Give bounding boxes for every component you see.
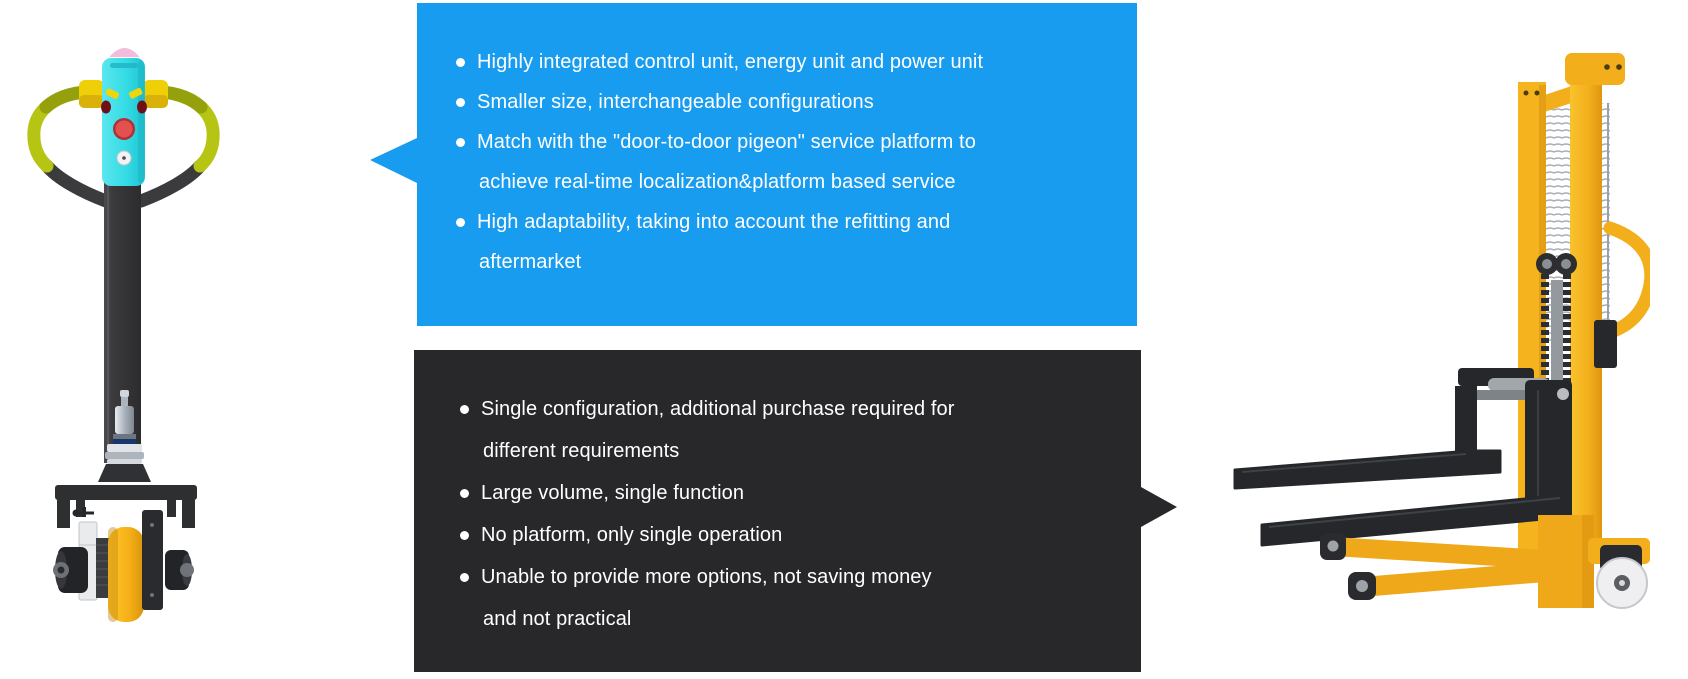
bullet-dot-icon — [460, 530, 469, 540]
carriage-plate — [1525, 380, 1572, 520]
bullet-text: and not practical — [483, 607, 632, 630]
carriage-left-bar — [1455, 386, 1477, 468]
button-oval-left — [101, 100, 111, 114]
base-leg-upper — [1333, 537, 1545, 569]
bullet-text: Match with the "door-to-door pigeon" ser… — [477, 130, 976, 153]
disadvantages-list: Single configuration, additional purchas… — [460, 388, 1121, 640]
advantages-bubble: Highly integrated control unit, energy u… — [370, 3, 1137, 326]
bullet-text: Highly integrated control unit, energy u… — [477, 50, 984, 73]
disadvantages-bubble: Single configuration, additional purchas… — [414, 350, 1177, 672]
motor-right — [165, 550, 189, 590]
bullet-item: Single configuration, additional purchas… — [460, 388, 1121, 430]
face-mark-right — [128, 87, 143, 99]
swivel-flange — [98, 464, 151, 482]
bullet-dot-icon — [456, 97, 465, 107]
bullet-item: Match with the "door-to-door pigeon" ser… — [456, 122, 1117, 162]
bullet-dot-icon — [456, 137, 465, 147]
head-slot — [110, 63, 138, 68]
drive-wheel — [108, 527, 144, 622]
bullet-text: achieve real-time localization&platform … — [479, 170, 956, 193]
handle-tube-right-lower — [134, 159, 207, 208]
bullet-text: High adaptability, taking into account t… — [477, 210, 951, 233]
bullet-item: Highly integrated control unit, energy u… — [456, 42, 1117, 82]
bubble-tail-right — [1141, 487, 1177, 527]
bullet-dot-icon — [456, 217, 465, 227]
bullet-continuation-line: achieve real-time localization&platform … — [456, 162, 1117, 202]
manual-stacker-image — [1233, 53, 1650, 609]
bullet-dot-icon — [456, 57, 465, 67]
bullet-dot-icon — [460, 488, 469, 498]
face-mark-left — [105, 88, 119, 99]
bullet-item: Large volume, single function — [460, 472, 1121, 514]
bullet-text: No platform, only single operation — [481, 523, 783, 546]
bullet-item: Unable to provide more options, not savi… — [460, 556, 1121, 598]
bullet-continuation-line: aftermarket — [456, 242, 1117, 282]
emergency-button — [115, 120, 133, 138]
bullet-text: Unable to provide more options, not savi… — [481, 565, 932, 588]
bullet-text: Single configuration, additional purchas… — [481, 397, 955, 420]
electric-pallet-truck-image — [27, 48, 220, 622]
operating-handle — [1593, 221, 1650, 342]
mount-bracket — [55, 485, 197, 500]
bullet-item: No platform, only single operation — [460, 514, 1121, 556]
fork-upper — [1233, 449, 1502, 490]
bullet-continuation-line: and not practical — [460, 598, 1121, 640]
outer-mast — [1570, 59, 1602, 564]
base-leg-lower — [1362, 560, 1570, 597]
bullet-text: aftermarket — [479, 250, 582, 273]
button-oval-right — [137, 100, 147, 114]
bullet-text: Large volume, single function — [481, 481, 745, 504]
bullet-dot-icon — [460, 572, 469, 582]
bullet-text: Smaller size, interchangeable configurat… — [477, 90, 874, 113]
bullet-continuation-line: different requirements — [460, 430, 1121, 472]
bullet-item: High adaptability, taking into account t… — [456, 202, 1117, 242]
advantages-list: Highly integrated control unit, energy u… — [456, 42, 1117, 282]
pump-unit — [1594, 320, 1617, 368]
bullet-item: Smaller size, interchangeable configurat… — [456, 82, 1117, 122]
handle-tube-left-lower — [40, 159, 113, 208]
bullet-text: different requirements — [483, 439, 680, 462]
bullet-dot-icon — [460, 404, 469, 414]
bubble-tail-left — [370, 138, 417, 183]
mast-top-cap — [1565, 53, 1625, 85]
hydraulic-cap — [120, 390, 129, 397]
wheel-housing — [142, 510, 163, 610]
hydraulic-cylinder — [115, 406, 134, 434]
